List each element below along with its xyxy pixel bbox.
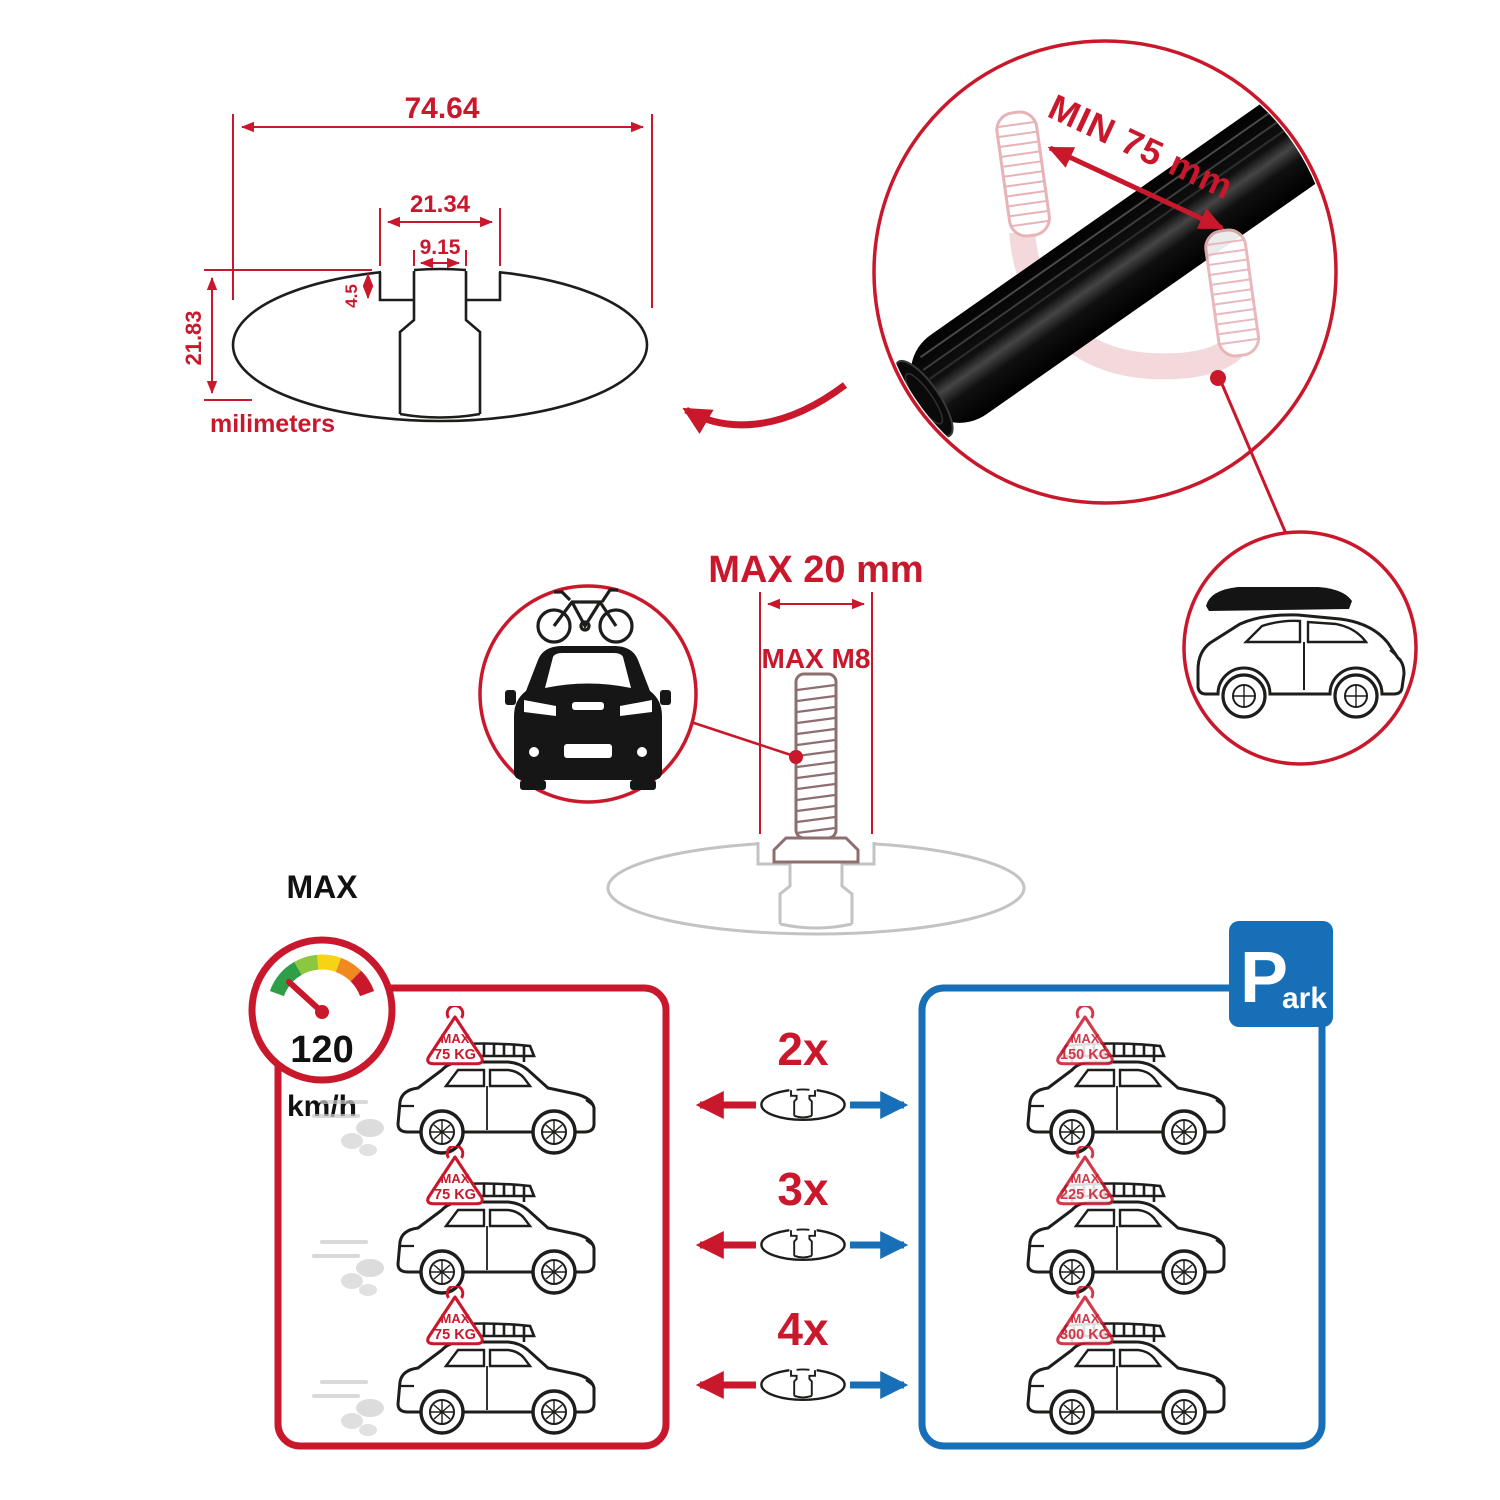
callout-line-to-suv [1220,383,1289,537]
park-sign-plate [1229,921,1333,1027]
car-mirror-left [505,690,516,705]
u-bolt-rod-right [1204,228,1261,358]
gauge-hub [315,1005,329,1019]
suv-roofbox-circle [1182,530,1418,766]
bar-count-1: 2x [777,1023,829,1075]
park-tag-load-2: 225 KG [1060,1187,1110,1203]
gauge-arc-yellow [317,954,341,973]
gauge-needle [286,979,325,1015]
dim-ext-recess-width [379,208,501,266]
load-row-1: MAX 75 KG 2x MAX 150 KG [312,1006,1226,1158]
car-foglight-right [637,747,647,757]
speed-value: 120 [290,1029,353,1071]
crossbar-profile-outline [231,267,649,423]
car-grille [572,702,604,710]
dim-total-height-label: 21.83 [181,310,206,365]
dim-total-width-label: 74.64 [404,92,479,125]
car-license-plate [564,744,612,758]
bolt-diagram: MAX 20 mm MAX M8 [606,549,1026,936]
drive-tag-load-3: 75 KG [434,1327,476,1343]
dim-ext-total-height [204,269,372,401]
bar-count-2: 3x [777,1163,829,1215]
car-headlights [524,700,652,716]
car-wheel-right [630,780,656,790]
speed-limit-gauge: MAX 120 km/h [248,869,396,1123]
load-row-2: MAX 75 KG 3x MAX 225 KG [312,1146,1226,1298]
speed-max-label: MAX [286,869,358,905]
u-bolt-rod-left [995,110,1051,238]
drive-tag-load-1: 75 KG [434,1047,476,1063]
bar-profile-icon-2 [760,1227,846,1262]
bolt-dim-ext-lines [759,592,873,834]
bar-profile-icon-3 [760,1367,846,1402]
dim-ext-slot-width [413,250,467,266]
suv-body [1196,613,1406,696]
crossbar-3d [894,86,1333,438]
car-mirror-right [660,690,671,705]
car-foglight-left [529,747,539,757]
speed-units: km/h [287,1090,357,1123]
min-span-arrow [1047,145,1225,231]
bar-profile-icon-1 [760,1087,846,1122]
load-row-3: MAX 75 KG 4x MAX 300 KG [312,1286,1226,1438]
drive-tag-max-3: MAX [441,1311,470,1326]
gauge-arc-lime [294,954,319,976]
dim-slot-width-label: 9.15 [420,236,461,259]
car-windshield [545,653,631,688]
drive-tag-max-2: MAX [441,1171,470,1186]
bolt-t-head [772,836,860,864]
units-label: milimeters [210,410,335,438]
roof-box [1206,587,1352,611]
profile-t-slot-channel [378,267,502,419]
bike-icon [536,588,634,644]
bar-count-3: 4x [777,1303,829,1355]
drive-tag-max-1: MAX [441,1031,470,1046]
gauge-arc-green [269,961,303,997]
drive-tag-load-2: 75 KG [434,1187,476,1203]
park-tag-load-1: 150 KG [1060,1047,1110,1063]
bar-detail-content [894,86,1333,438]
park-sign-p: P [1240,938,1288,1018]
dim-step-depth-label: 4.5 [342,284,361,308]
suv-windows [1243,619,1369,644]
park-sign-ark: ark [1282,982,1327,1015]
bolt-callout-line [690,720,795,758]
bolt-callout-dot [789,750,803,764]
car-wheel-left [520,780,546,790]
profile-slot-mask [381,256,499,278]
bolt-threads [796,683,836,835]
dim-recess-width-label: 21.34 [410,191,471,218]
ghost-t-slot-channel [756,842,876,930]
bar-detail-circle: MIN 75 mm [872,39,1338,537]
max-thread-label: MAX M8 [762,643,871,674]
gauge-arc-orange [335,957,362,982]
park-tag-max-2: MAX [1071,1171,1100,1186]
park-tag-max-3: MAX [1071,1311,1100,1326]
park-sign: P ark [1229,921,1333,1027]
park-tag-max-1: MAX [1071,1031,1100,1046]
cross-section-diagram: 74.64 21.34 9.15 4.5 21.83 milimeters [181,92,848,438]
park-tag-load-3: 300 KG [1060,1327,1110,1343]
mount-point-dot [1210,370,1226,386]
car-bike-circle [478,584,698,804]
max-width-label: MAX 20 mm [708,549,923,591]
suv-door-line [1303,642,1402,690]
gauge-arc-red [350,970,375,997]
zoom-callout-arrow [682,382,848,435]
